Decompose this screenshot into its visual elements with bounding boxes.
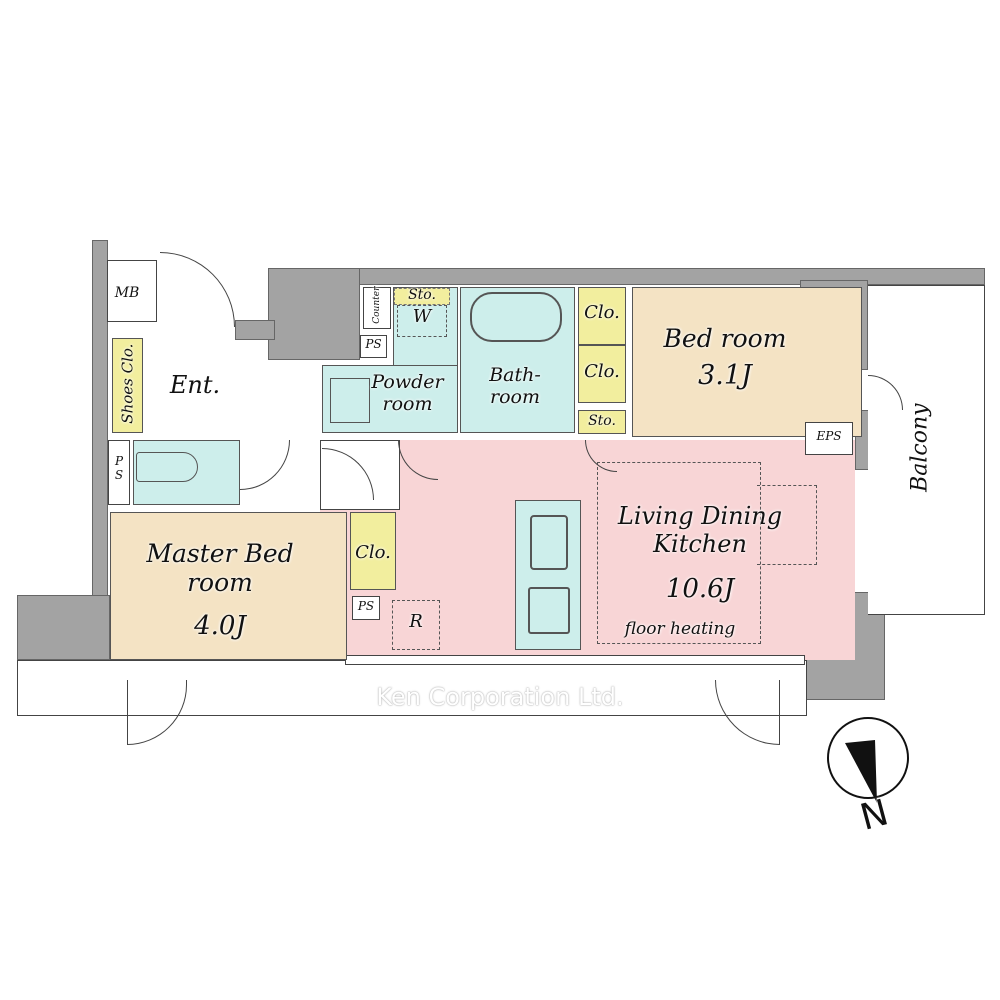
shoes-closet — [112, 338, 143, 433]
master-bedroom-size: 4.0J — [194, 611, 246, 641]
ldk-size: 10.6J — [665, 574, 735, 604]
refrigerator-space — [392, 600, 440, 650]
bedroom — [632, 287, 862, 437]
storage-1 — [394, 288, 450, 305]
toilet-door[interactable] — [240, 440, 290, 490]
storage-2-label: Sto. — [588, 413, 616, 429]
ldk-area — [320, 440, 855, 660]
mb-box — [107, 260, 157, 322]
powder-room — [322, 365, 458, 433]
floor-heating-label: floor heating — [624, 619, 736, 639]
compass-icon — [827, 717, 909, 803]
bathtub-icon — [470, 292, 562, 342]
entrance-door[interactable] — [160, 252, 235, 327]
watermark: Ken Corporation Ltd. — [376, 683, 624, 711]
master-bedroom-label: Master Bed room — [146, 539, 294, 597]
balcony-label: Balcony — [907, 403, 933, 492]
balcony-door-left[interactable] — [127, 680, 187, 745]
eps-box — [805, 422, 853, 455]
shoes-closet-label: Shoes Clo. — [118, 343, 137, 424]
r-label: R — [409, 611, 423, 632]
washer-icon — [330, 378, 370, 423]
kitchen-counter — [515, 500, 581, 650]
bedroom-label: Bed room — [663, 324, 787, 353]
ldk-label: Living Dining Kitchen — [617, 502, 783, 558]
wall-block-top — [268, 268, 360, 360]
window-sill — [345, 655, 805, 665]
closet-2-label: Clo. — [584, 361, 620, 382]
eps-label: EPS — [816, 429, 842, 443]
balcony — [868, 285, 985, 615]
counter-label: Counter — [371, 286, 382, 324]
bedroom-size: 3.1J — [698, 360, 752, 391]
master-closet — [350, 512, 396, 590]
stove-icon — [528, 587, 570, 634]
counter-box — [363, 287, 391, 329]
wall-left-lower — [17, 595, 110, 660]
closet-1 — [578, 287, 626, 345]
floor-heating-area — [597, 462, 761, 644]
closet-1-label: Clo. — [584, 302, 620, 323]
sink-icon — [530, 515, 568, 570]
master-closet-label: Clo. — [355, 542, 391, 563]
ps-box-3 — [352, 596, 380, 620]
closet-2 — [578, 345, 626, 403]
washer-space — [397, 305, 447, 337]
ps-box-2 — [360, 335, 387, 358]
toilet-icon — [136, 452, 198, 482]
w-label: W — [412, 306, 432, 327]
floor-heating-area-ext — [757, 485, 817, 565]
ps-2-label: PS — [365, 337, 382, 351]
bathroom-label: Bath- room — [489, 364, 541, 408]
balcony-door-right[interactable] — [715, 680, 780, 745]
storage-2 — [578, 410, 626, 434]
ps-3-label: PS — [357, 599, 375, 613]
ps-1-label: P S — [114, 454, 124, 482]
master-bedroom — [110, 512, 347, 660]
wall-ent — [235, 320, 275, 340]
entrance-label: Ent. — [169, 371, 221, 399]
mb-label: MB — [114, 285, 140, 301]
storage-1-label: Sto. — [408, 287, 436, 303]
ps-box-1 — [108, 440, 130, 505]
powder-room-label: Powder room — [371, 371, 444, 415]
